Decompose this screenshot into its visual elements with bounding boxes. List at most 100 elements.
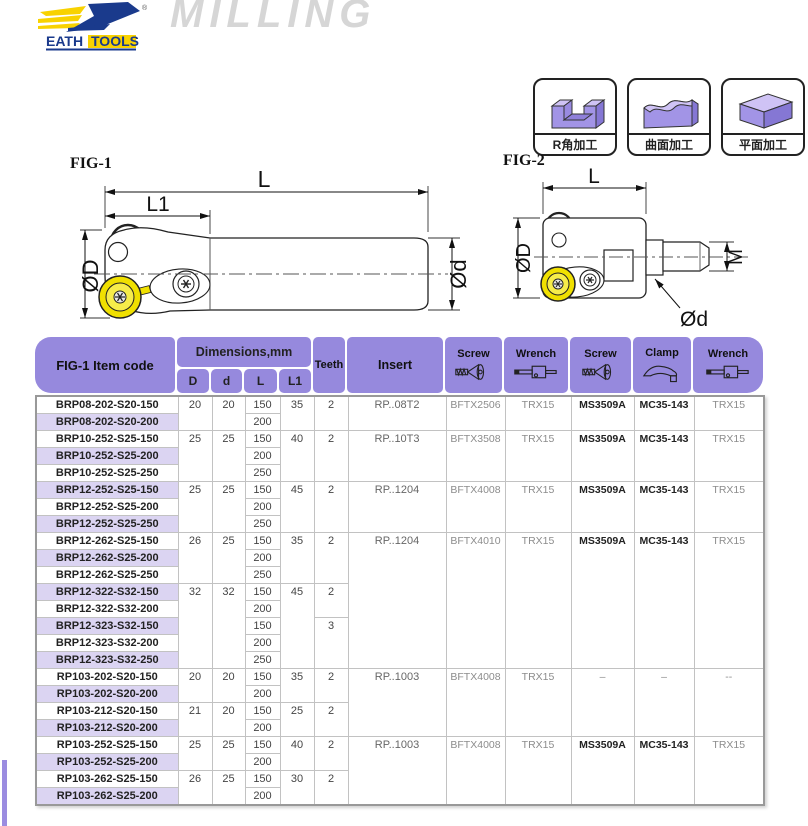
- table-cell: 21: [177, 702, 213, 737]
- table-cell: 25: [279, 702, 315, 737]
- page-title: MILLING: [170, 0, 377, 36]
- item-code-cell: BRP12-262-S25-250: [35, 566, 179, 584]
- table-cell: 40: [279, 736, 315, 771]
- item-code-cell: RP103-202-S20-150: [35, 668, 179, 686]
- table-cell: 150: [244, 583, 281, 601]
- table-cell: 35: [279, 668, 315, 703]
- table-cell: 25: [211, 430, 246, 482]
- col-header-wrench-2: Wrench: [693, 337, 763, 393]
- table-cell: 25: [177, 430, 213, 482]
- table-cell: 3: [313, 617, 349, 669]
- logo-stripe: [40, 6, 86, 16]
- dim-label-Od: Ød: [446, 259, 471, 288]
- table-cell: BFTX3508: [445, 430, 506, 482]
- item-code-cell: BRP12-262-S25-150: [35, 532, 179, 550]
- table-cell: 2: [313, 481, 349, 533]
- table-cell: 200: [244, 719, 281, 737]
- logo-stripe: [68, 24, 110, 31]
- table-cell: 45: [279, 583, 315, 669]
- item-code-cell: BRP10-252-S25-150: [35, 430, 179, 448]
- table-cell: 200: [244, 549, 281, 567]
- table-cell: 150: [244, 430, 281, 448]
- machining-type-card: 曲面加工: [627, 78, 711, 156]
- table-cell: 2: [313, 736, 349, 771]
- item-code-cell: RP103-212-S20-200: [35, 719, 179, 737]
- torx-screw: [172, 270, 200, 298]
- item-code-cell: BRP12-252-S25-200: [35, 498, 179, 516]
- fig1-drawing: L L1 ØD Ød: [78, 170, 471, 319]
- table-cell: 35: [279, 395, 315, 431]
- table-cell: 2: [313, 532, 349, 584]
- item-code-cell: RP103-252-S25-200: [35, 753, 179, 771]
- fig2-label: FIG-2: [503, 152, 545, 169]
- table-cell: 200: [244, 447, 281, 465]
- table-cell: 35: [279, 532, 315, 584]
- table-cell: –: [633, 668, 695, 737]
- table-cell: RP..1204: [347, 532, 447, 669]
- table-cell: 2: [313, 702, 349, 737]
- table-cell: MS3509A: [570, 395, 635, 431]
- col-header-L1: L1: [279, 369, 311, 393]
- table-cell: MC35-143: [633, 481, 695, 533]
- col-header-teeth: Teeth: [313, 337, 345, 393]
- table-cell: 250: [244, 566, 281, 584]
- table-cell: 150: [244, 668, 281, 686]
- page-edge-accent: [2, 760, 7, 826]
- machining-type-row: R角加工 曲面加工: [533, 78, 805, 156]
- table-cell: TRX15: [504, 668, 572, 737]
- table-cell: 200: [244, 600, 281, 618]
- table-cell: RP..08T2: [347, 395, 447, 431]
- table-cell: 25: [211, 481, 246, 533]
- round-insert: [98, 275, 152, 319]
- table-cell: 26: [177, 770, 213, 806]
- table-cell: MS3509A: [570, 736, 635, 806]
- table-cell: 32: [177, 583, 213, 669]
- table-cell: TRX15: [693, 736, 765, 806]
- table-cell: 2: [313, 668, 349, 703]
- dim-label-L: L: [258, 170, 271, 192]
- logo-text-bg: [88, 35, 136, 48]
- table-cell: BFTX4010: [445, 532, 506, 669]
- table-cell: 20: [211, 702, 246, 737]
- table-cell: 250: [244, 515, 281, 533]
- table-cell: TRX15: [693, 395, 765, 431]
- table-cell: 25: [211, 532, 246, 584]
- item-code-cell: BRP10-252-S25-250: [35, 464, 179, 482]
- brand-logo: ® EATH TOOLS: [38, 2, 148, 51]
- table-cell: TRX15: [504, 736, 572, 806]
- table-cell: MC35-143: [633, 736, 695, 806]
- logo-underline: [46, 48, 136, 51]
- table-cell: 250: [244, 464, 281, 482]
- item-code-cell: BRP08-202-S20-200: [35, 413, 179, 431]
- table-cell: TRX15: [504, 395, 572, 431]
- table-cell: 2: [313, 770, 349, 806]
- dimensions-header: Dimensions,mm: [177, 337, 311, 367]
- table-cell: TRX15: [693, 430, 765, 482]
- table-cell: 150: [244, 770, 281, 788]
- curved-surface-block-icon: [643, 98, 699, 129]
- table-cell: RP..1003: [347, 668, 447, 737]
- col-header-clamp: Clamp: [633, 337, 691, 393]
- logo-text-tools: TOOLS: [91, 33, 139, 49]
- table-cell: MC35-143: [633, 395, 695, 431]
- table-cell: 150: [244, 481, 281, 499]
- fig1-label: FIG-1: [70, 155, 112, 172]
- col-header-L: L: [244, 369, 277, 393]
- table-cell: 25: [211, 736, 246, 771]
- table-cell: RP..10T3: [347, 430, 447, 482]
- col-header-item-code: FIG-1 Item code: [35, 337, 175, 393]
- table-cell: 26: [177, 532, 213, 584]
- machining-type-label: R角加工: [535, 133, 615, 154]
- dim-label-L1: L1: [146, 193, 169, 216]
- wrench-icon: [514, 365, 557, 379]
- table-cell: 2: [313, 395, 349, 431]
